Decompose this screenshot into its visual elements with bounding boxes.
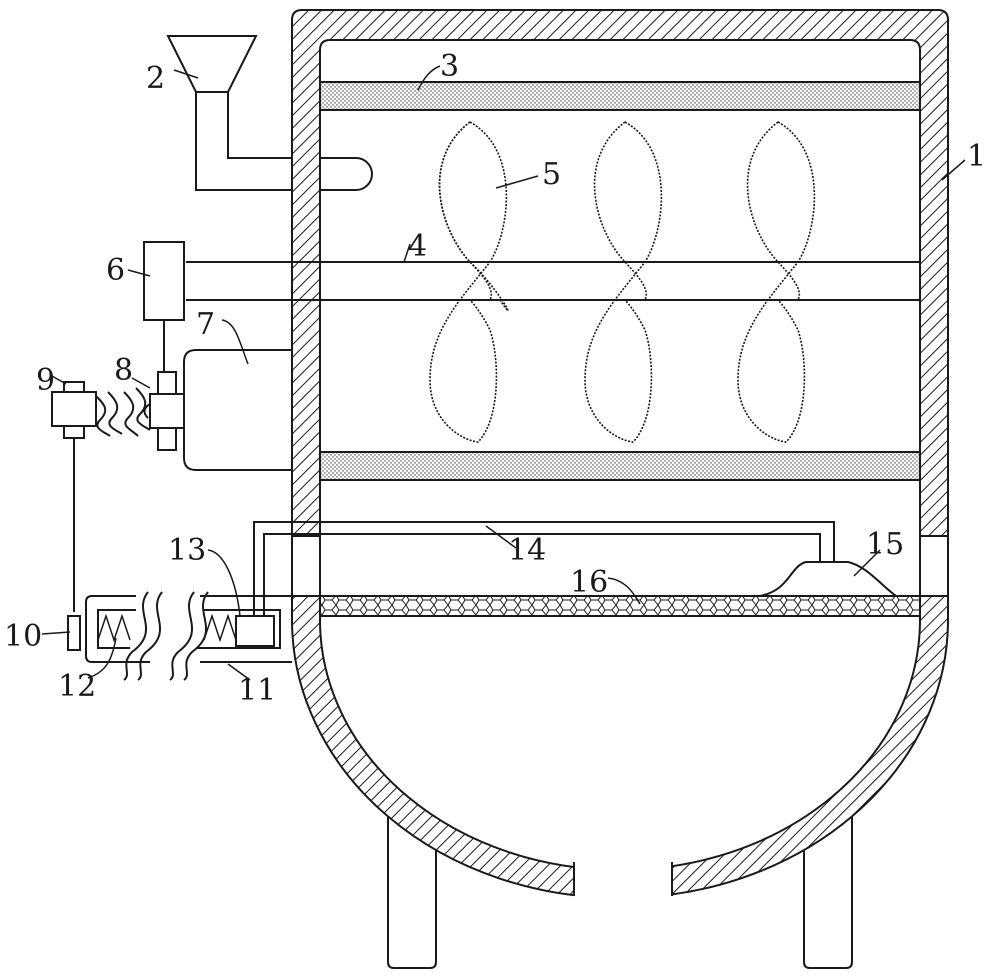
upper-filter-layer bbox=[319, 81, 921, 111]
belt-break bbox=[95, 387, 151, 437]
mesh-plate bbox=[319, 595, 921, 617]
blower bbox=[235, 615, 275, 647]
label-8: 8 bbox=[114, 353, 133, 388]
label-13: 13 bbox=[168, 533, 206, 568]
label-9: 9 bbox=[36, 363, 55, 398]
motor bbox=[143, 241, 185, 376]
label-14: 14 bbox=[508, 533, 546, 568]
label-3: 3 bbox=[440, 49, 459, 84]
pulley-9 bbox=[51, 381, 97, 612]
left-leg bbox=[387, 810, 437, 969]
stirring-blades bbox=[429, 121, 816, 443]
air-pipe bbox=[253, 521, 835, 616]
label-16: 16 bbox=[570, 565, 608, 600]
right-leg bbox=[803, 810, 853, 969]
label-12: 12 bbox=[58, 669, 96, 704]
label-5: 5 bbox=[542, 157, 561, 192]
feed-hopper bbox=[166, 35, 373, 191]
label-11: 11 bbox=[238, 673, 276, 708]
label-15: 15 bbox=[866, 527, 904, 562]
heater-box bbox=[183, 349, 292, 471]
label-10: 10 bbox=[4, 619, 42, 654]
label-2: 2 bbox=[146, 61, 165, 96]
pulley-8 bbox=[143, 371, 185, 451]
label-1: 1 bbox=[967, 139, 986, 174]
leader-lines bbox=[41, 65, 966, 681]
label-7: 7 bbox=[196, 307, 215, 342]
screw-conveyor bbox=[67, 591, 292, 681]
nozzle bbox=[759, 561, 897, 597]
tank-body bbox=[291, 9, 949, 900]
lower-filter-layer bbox=[319, 451, 921, 481]
label-6: 6 bbox=[106, 253, 125, 288]
part-labels: 1 2 3 4 5 6 7 8 9 10 11 12 13 14 15 16 bbox=[4, 49, 986, 708]
label-4: 4 bbox=[408, 229, 427, 264]
